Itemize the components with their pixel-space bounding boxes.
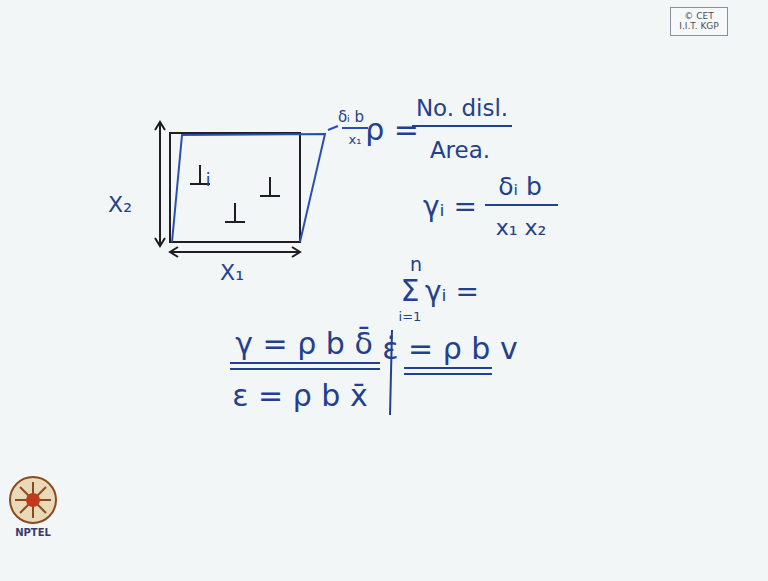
dimension-arrow bbox=[159, 122, 161, 246]
underline bbox=[404, 367, 492, 369]
math-label: ε = ρ b x̄ bbox=[232, 381, 367, 411]
underline bbox=[404, 373, 492, 375]
logo-core bbox=[26, 493, 40, 507]
dimension-arrow bbox=[170, 251, 300, 253]
math-label: ε̇ = ρ b v bbox=[382, 334, 517, 364]
nptel-logo bbox=[10, 477, 56, 523]
arrow-head bbox=[155, 122, 165, 246]
math-label: No. disl. bbox=[416, 97, 508, 120]
fraction-line bbox=[342, 127, 368, 129]
copyright-box: © CET I.I.T. KGP bbox=[670, 7, 728, 36]
fraction-line bbox=[485, 204, 558, 206]
copyright-text: © CET I.I.T. KGP bbox=[674, 11, 724, 32]
math-label: x₁ x₂ bbox=[496, 217, 547, 239]
math-label: δᵢ b bbox=[338, 110, 364, 125]
math-label: δᵢ b bbox=[498, 174, 542, 199]
math-label: γᵢ = bbox=[423, 193, 477, 221]
math-label: γᵢ = bbox=[425, 278, 479, 306]
underline bbox=[230, 362, 380, 364]
logo-petals bbox=[15, 482, 51, 518]
math-label: i bbox=[206, 172, 211, 189]
logo-text: NPTEL bbox=[15, 528, 51, 538]
math-label: X₂ bbox=[108, 194, 132, 216]
math-label: γ = ρ b δ̄ bbox=[235, 329, 372, 359]
dislocation-symbol bbox=[260, 177, 280, 196]
logo-ring bbox=[10, 477, 56, 523]
math-label: Area. bbox=[430, 139, 490, 162]
fraction-line bbox=[412, 125, 512, 127]
math-label: ρ = bbox=[365, 115, 419, 145]
math-label: x₁ bbox=[349, 133, 362, 146]
arrow-head bbox=[170, 247, 300, 257]
offset-tick bbox=[328, 126, 338, 130]
underline bbox=[230, 368, 380, 370]
crystal-square bbox=[170, 133, 300, 242]
dislocation-symbol bbox=[225, 203, 245, 222]
math-label: Σ bbox=[401, 276, 420, 306]
math-label: n bbox=[410, 255, 422, 274]
sheared-outline bbox=[172, 134, 325, 242]
math-label: i=1 bbox=[399, 310, 422, 323]
math-label: X₁ bbox=[220, 262, 244, 284]
